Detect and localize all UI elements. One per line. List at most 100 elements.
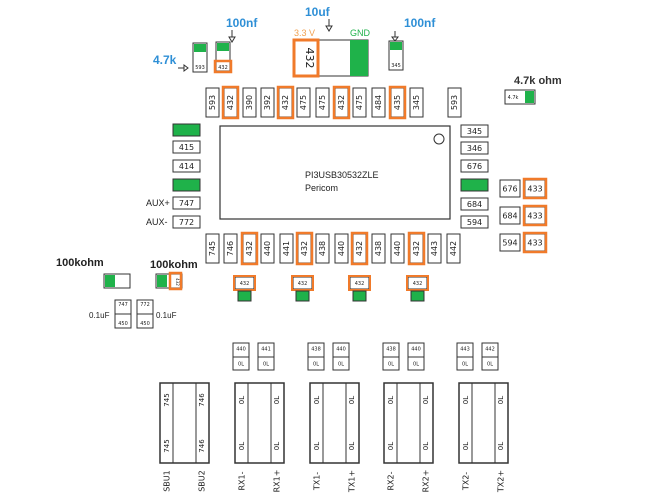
bottom-resistor-code: 440 [393, 241, 402, 256]
resistor-4k7-right-code: 4.7k [508, 95, 519, 101]
top-resistor-code: 475 [299, 95, 308, 110]
top-resistor: 432 [332, 85, 351, 120]
bottom-resistor: 441 [279, 233, 294, 264]
capacitor-432-small-code: 432 [218, 65, 228, 71]
right-extra-code: 433 [527, 212, 542, 221]
right-component: 594 [460, 215, 489, 229]
callout-4k7: 4.7k [153, 53, 177, 67]
top-resistor-code: 435 [393, 95, 402, 110]
top-resistor: 345 [409, 87, 424, 118]
top-resistor: 475 [352, 87, 367, 118]
top-resistor-code: 432 [337, 95, 346, 110]
bottom-resistor-code: 441 [282, 241, 291, 256]
bottom-resistor-code: 440 [337, 241, 346, 256]
left-component-code: 772 [179, 218, 194, 227]
bottom-resistor: 442 [446, 233, 461, 264]
bottom-resistor-code: 746 [226, 241, 235, 256]
connector-pin-label: RX2- [387, 471, 396, 490]
bottom-resistor-code: 432 [412, 241, 421, 256]
top-resistor-code: 475 [318, 95, 327, 110]
resistor-593-code: 593 [195, 65, 205, 71]
small-432-code: 432 [413, 281, 423, 287]
top-resistor-code: 345 [412, 95, 421, 110]
arrow-right-icon [178, 64, 189, 72]
capacitor-0u1-right: 772 450 [136, 299, 154, 329]
ic-vendor: Pericom [305, 183, 338, 193]
bottom-resistor-code: 432 [300, 241, 309, 256]
connector-pin-code: 745 [163, 393, 171, 406]
bottom-resistor-code: 745 [208, 241, 217, 256]
callout-4k7-ohm: 4.7k ohm [514, 75, 562, 87]
connector-pin-code: 0L [497, 442, 505, 450]
right-component: 346 [460, 141, 489, 155]
connector-pin-code: 0L [313, 396, 321, 404]
connector-pin-code: 746 [198, 439, 206, 453]
connector-cap-code: 440 [236, 347, 246, 353]
left-component: 772 [172, 215, 201, 229]
small-432-part: 432 [406, 275, 429, 302]
right-extra-code: 433 [527, 239, 542, 248]
capacitor-10uf-big-code: 432 [303, 48, 316, 69]
aux-minus-label: AUX- [146, 217, 168, 227]
top-resistor: 484 [371, 87, 386, 118]
connector-cap-value: 0L [313, 362, 319, 368]
bottom-resistor: 438 [315, 233, 330, 264]
callout-10uf: 10uf [305, 5, 331, 19]
right-component-code: 684 [467, 200, 482, 209]
right-extra-code: 433 [527, 185, 542, 194]
connector-cap-code: 440 [411, 347, 421, 353]
bottom-resistor-code: 432 [245, 241, 254, 256]
connector-pin-code: 0L [273, 396, 281, 404]
small-432-components: 432 432 432 432 [233, 275, 429, 302]
right-component-code: 676 [467, 162, 482, 171]
bottom-resistor: 746 [223, 233, 238, 264]
top-resistor-code: 593 [208, 95, 217, 110]
right-component: 345 [460, 124, 489, 138]
connector-pin-code: 0L [238, 396, 246, 404]
resistor-100kohm-left [103, 273, 131, 289]
ic-chip: PI3USB30532ZLE Pericom [219, 125, 451, 220]
bottom-resistor: 432 [350, 231, 369, 266]
bottom-resistor: 440 [260, 233, 275, 264]
small-432-part: 432 [291, 275, 314, 302]
top-resistor: 475 [315, 87, 330, 118]
top-resistor-code: 392 [263, 95, 272, 110]
bottom-resistor-code: 440 [263, 241, 272, 256]
small-432-part: 432 [348, 275, 371, 302]
connector-cap-code: 441 [261, 347, 271, 353]
connector-pin-code: 0L [348, 396, 356, 404]
capacitor-10uf-big: 432 [292, 38, 369, 78]
left-component-code: 415 [179, 143, 194, 152]
connector-pin-code: 0L [462, 396, 470, 404]
small-432-part: 432 [233, 275, 256, 302]
connector-pin-label: TX2+ [497, 470, 506, 493]
connector-cap-value: 0L [238, 362, 244, 368]
callout-0u1-right: 0.1uF [156, 311, 177, 320]
top-resistor: 390 [242, 87, 257, 118]
left-component-code: 414 [179, 162, 194, 171]
left-component: 414 [172, 159, 201, 173]
connector-cap-code: 440 [336, 347, 346, 353]
bottom-resistor-code: 432 [355, 241, 364, 256]
right-component-code: 594 [467, 218, 482, 227]
connector-pin-label: SBU1 [163, 470, 172, 492]
capacitor-0u1-left-bot: 450 [118, 321, 128, 327]
connector-pin-label: TX1+ [348, 470, 357, 493]
bottom-resistor: 432 [407, 231, 426, 266]
rail-3v3-label: 3.3 V [294, 28, 315, 38]
arrow-down-icon [325, 19, 333, 32]
right-extra-code: 594 [502, 239, 517, 248]
top-resistor-code: 390 [245, 95, 254, 110]
top-resistor-code: 475 [355, 95, 364, 110]
top-resistor: 593 [205, 87, 220, 118]
connector-pin-code: 0L [422, 442, 430, 450]
